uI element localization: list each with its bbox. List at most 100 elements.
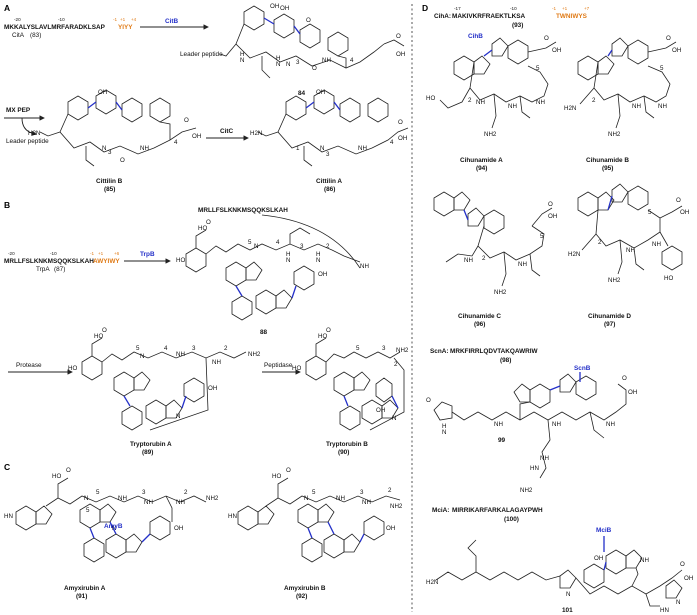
atom: NH [632, 103, 641, 110]
atom: O [306, 17, 311, 24]
panel-d-label: D [422, 3, 428, 13]
atom: NH [464, 257, 473, 264]
leader-linker [261, 214, 361, 269]
cittilin-b-name: Cittilin B [96, 178, 123, 185]
residue-num: 3 [360, 489, 364, 496]
atom: NH [658, 103, 667, 110]
atom: OH [680, 209, 689, 216]
mxpep-label: MX PEP [6, 107, 31, 114]
atom: HO [664, 275, 673, 282]
atom: HN [530, 465, 539, 472]
leader-peptide-label: Leader peptide [180, 51, 223, 58]
structure-amyxirubin-a: HO O HN OH N N NH NH NH NH2 5 5 3 2 AmyB… [4, 467, 219, 600]
atom: N [304, 495, 308, 502]
residue-num: 3 [296, 59, 300, 66]
atom: NH [322, 57, 331, 64]
leader-release-label: Leader peptide [6, 138, 49, 145]
atom: O [286, 467, 291, 474]
cihunamide-c-name: Cihunamide C [458, 313, 501, 320]
atom: N [84, 495, 88, 502]
atom: NH2 [484, 131, 497, 138]
trpa-core-seq: AWYIWY [93, 258, 120, 265]
cpd-88-label: 88 [260, 329, 268, 336]
scna-label: ScnA: [430, 348, 448, 355]
ciha-num: (93) [512, 22, 523, 29]
seq-num: -1 [90, 251, 95, 256]
atom: O [544, 35, 549, 42]
cihunamide-a-name: Cihunamide A [460, 157, 503, 164]
cihunamide-d-name: Cihunamide D [588, 313, 631, 320]
atom: O [622, 375, 627, 382]
atom: NH2 [396, 347, 409, 354]
atom: OH [396, 51, 405, 58]
atom: NH2 [248, 351, 261, 358]
residue-num: 2 [482, 255, 486, 262]
atom: NH2 [390, 503, 403, 510]
atom: O [398, 119, 403, 126]
residue-num: 2 [388, 487, 392, 494]
atom: HO [318, 333, 327, 340]
residue-num: 2 [592, 97, 596, 104]
seq-num: +7 [584, 6, 590, 11]
atom: N [286, 257, 290, 264]
panel-a-label: A [4, 3, 10, 13]
atom: NH [518, 261, 527, 268]
cihunamide-c-num: (96) [474, 321, 485, 328]
scnb-enzyme: ScnB [574, 365, 591, 372]
residue-num: 5 [86, 507, 90, 514]
atom: N [316, 257, 320, 264]
structure-amyxirubin-b: HO O HN OH N NH NH NH2 5 3 2 Amyxirubin … [228, 467, 403, 600]
mcia-label: MciA: [432, 507, 449, 514]
residue-num: 5 [248, 239, 252, 246]
atom: N [102, 145, 106, 152]
atom: NH [540, 455, 549, 462]
peptidase-label: Peptidase [264, 362, 293, 369]
atom: OH [376, 407, 385, 414]
residue-num: 4 [350, 57, 354, 64]
cita-num: (83) [30, 32, 41, 39]
atom: H [316, 251, 320, 258]
cita-leader-seq: MKKALYSLAVLMRFARADKLSAP [4, 24, 106, 31]
atom: N [320, 145, 324, 152]
seq-num: +1 [98, 251, 104, 256]
amyxirubin-b-name: Amyxirubin B [284, 585, 326, 592]
atom: H [286, 251, 290, 258]
atom: O [666, 35, 671, 42]
atom: OH [280, 5, 289, 12]
residue-num: 5 [312, 489, 316, 496]
tryptorubin-a-name: Tryptorubin A [130, 441, 172, 448]
mcia-seq: MIRRIKARFARKALAGAYPWH [452, 507, 543, 514]
panel-d: D -17 -10 -1 +1 +7 CihA: MAKIVKRFRAEKTLK… [422, 3, 693, 614]
structure-84: OH OH O O OH O H N NH N N H 3 4 Leader p… [180, 3, 405, 97]
atom: HO [272, 473, 281, 480]
seq-num: +4 [131, 17, 137, 22]
atom: OH [386, 525, 395, 532]
atom: OH [594, 555, 603, 562]
atom: OH [398, 135, 407, 142]
atom: NH [360, 263, 369, 270]
scna-seq: MRKFIRRLQDVTAKQAWRIW [450, 348, 539, 355]
residue-num: 3 [300, 243, 304, 250]
atom: O [396, 33, 401, 40]
cittilin-a-num: (86) [324, 186, 335, 193]
atom: OH [98, 89, 107, 96]
atom: HO [94, 333, 103, 340]
atom: OH [548, 213, 557, 220]
atom: H2N [568, 251, 580, 258]
cihunamide-a-num: (94) [476, 165, 487, 172]
cihunamide-d-num: (97) [604, 321, 615, 328]
atom: H2N [28, 130, 40, 137]
residue-num: 5 [540, 233, 544, 240]
atom: N [442, 429, 446, 436]
residue-num: 5 [356, 345, 360, 352]
cittilin-b-num: (85) [104, 186, 115, 193]
panel-a: A -20 -10 -1 +1 +4 MKKALYSLAVLMRFARADKLS… [4, 3, 409, 193]
atom: OH [174, 525, 183, 532]
cihunamide-b-name: Cihunamide B [586, 157, 629, 164]
panel-b: B MRLLFSLKNKMSQQKSLKAH -20 -10 -1 +1 +6 … [4, 200, 409, 456]
seq-num: -1 [552, 6, 557, 11]
atom: OH [316, 89, 325, 96]
ciha-core-seq: TWNIWYS [556, 13, 588, 20]
trpa-label: TrpA [36, 266, 50, 273]
atom: NH [606, 421, 615, 428]
